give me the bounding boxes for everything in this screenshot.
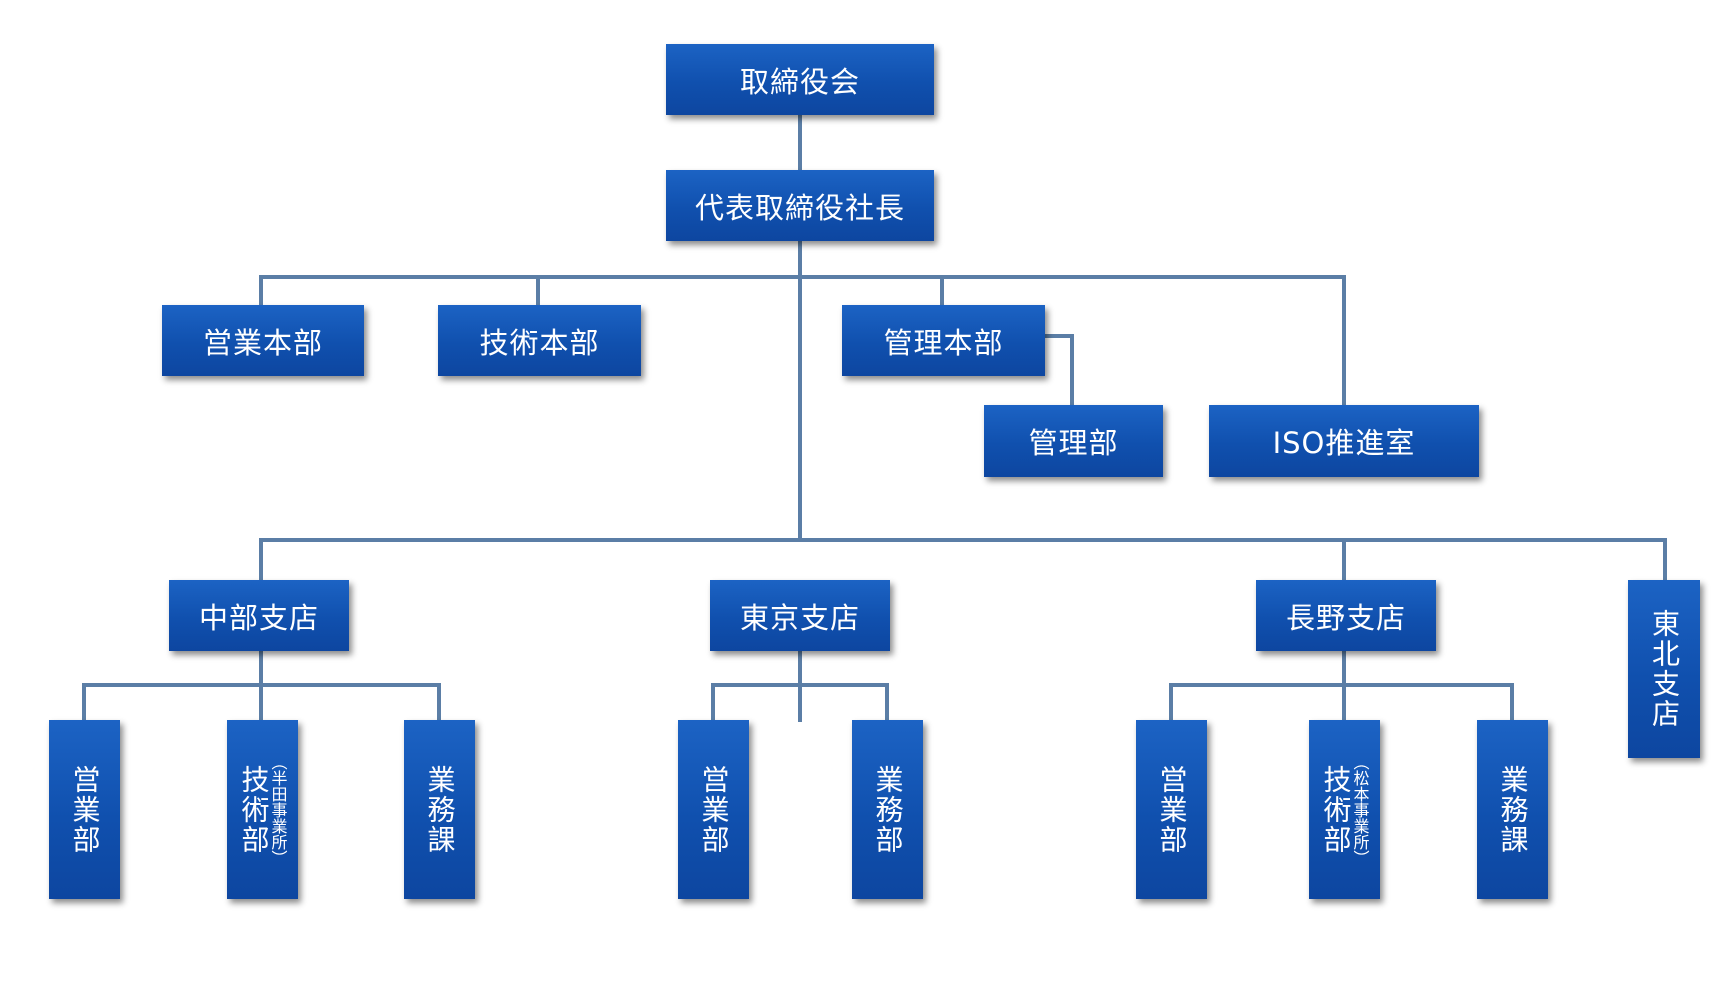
admin-hq-box: 管理本部: [842, 305, 1045, 376]
nagano-branch-box: 長野支店: [1256, 580, 1436, 651]
chubu-tech-box: 技術部 （半田事業所）: [227, 720, 298, 899]
tokyo-branch-box: 東京支店: [710, 580, 890, 651]
connector: [1042, 334, 1074, 406]
nagano-branch-label: 長野支店: [1285, 600, 1406, 635]
tech-hq-label: 技術本部: [479, 325, 600, 360]
admin-hq-label: 管理本部: [883, 325, 1004, 360]
president-label: 代表取締役社長: [694, 190, 905, 225]
president-box: 代表取締役社長: [666, 170, 934, 241]
tech-hq-box: 技術本部: [438, 305, 641, 376]
tokyo-sales-label: 営業部: [697, 764, 731, 855]
board-label: 取締役会: [739, 64, 860, 99]
connector: [82, 683, 441, 722]
admin-dept-box: 管理部: [984, 405, 1163, 477]
nagano-sales-label: 営業部: [1155, 764, 1189, 855]
chubu-sales-box: 営業部: [49, 720, 120, 899]
admin-dept-label: 管理部: [1028, 426, 1119, 460]
tohoku-branch-box: 東北支店: [1628, 580, 1700, 758]
chubu-branch-box: 中部支店: [169, 580, 349, 651]
tokyo-branch-label: 東京支店: [739, 600, 860, 635]
iso-office-label: ISO推進室: [1272, 426, 1416, 460]
sales-hq-label: 営業本部: [202, 325, 323, 360]
connector: [259, 538, 1667, 580]
sales-hq-box: 営業本部: [162, 305, 364, 376]
connector: [711, 683, 889, 722]
board-box: 取締役会: [666, 44, 934, 115]
connector: [259, 275, 1346, 405]
chubu-tech-note: （半田事業所）: [268, 753, 288, 866]
nagano-ops-label: 業務課: [1496, 764, 1530, 855]
tohoku-branch-label: 東北支店: [1648, 609, 1681, 729]
tokyo-ops-box: 業務部: [852, 720, 923, 899]
chubu-branch-label: 中部支店: [198, 600, 319, 635]
nagano-sales-box: 営業部: [1136, 720, 1207, 899]
nagano-tech-box: 技術部 （松本事業所）: [1309, 720, 1380, 899]
tokyo-sales-box: 営業部: [678, 720, 749, 899]
nagano-ops-box: 業務課: [1477, 720, 1548, 899]
chubu-tech-label: 技術部: [237, 764, 271, 855]
nagano-tech-note: （松本事業所）: [1350, 753, 1370, 866]
chubu-sales-label: 営業部: [68, 764, 102, 855]
chubu-ops-label: 業務課: [423, 764, 457, 855]
chubu-ops-box: 業務課: [404, 720, 475, 899]
nagano-tech-label: 技術部: [1319, 764, 1353, 855]
tokyo-ops-label: 業務部: [871, 764, 905, 855]
iso-office-box: ISO推進室: [1209, 405, 1479, 477]
connector: [1169, 683, 1514, 722]
